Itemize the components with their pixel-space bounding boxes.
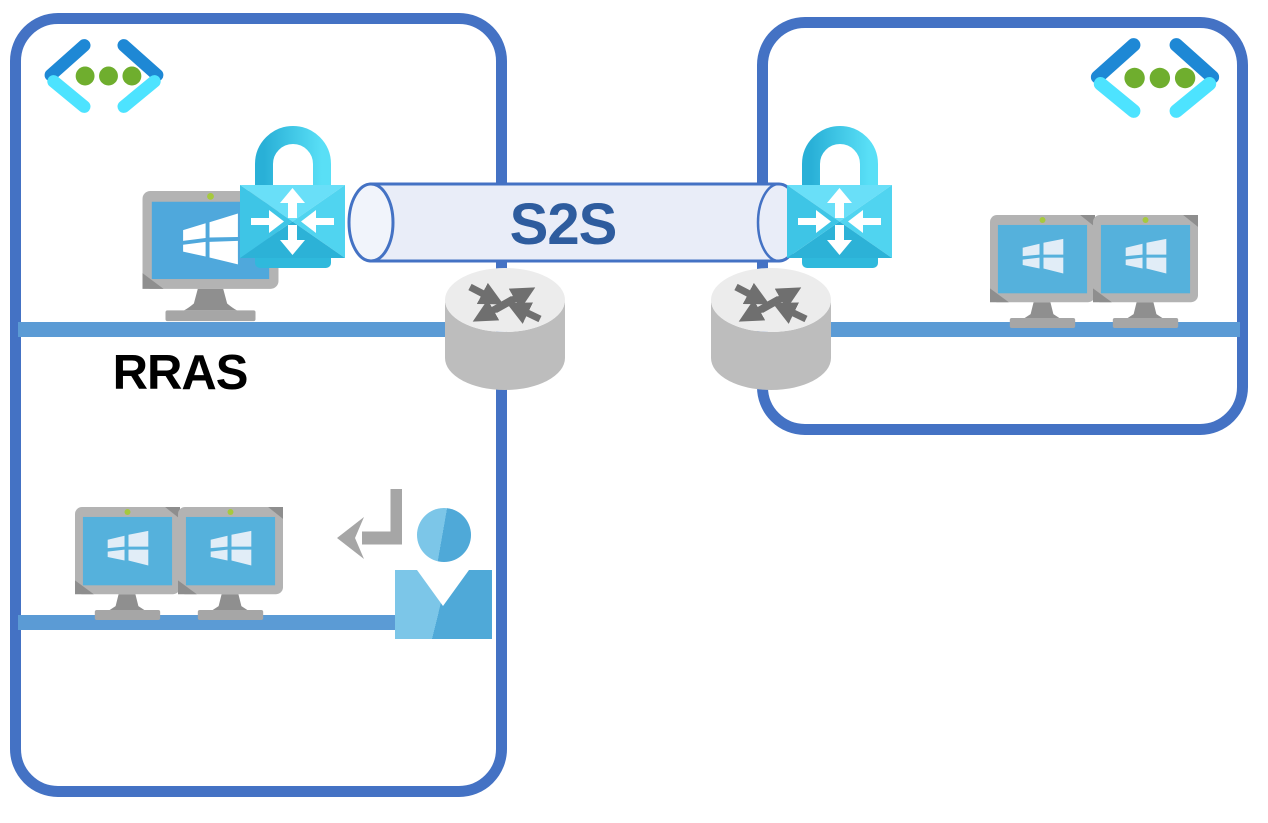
lock-shackle: [802, 126, 878, 195]
arrow-up: [827, 188, 852, 218]
windows-logo: [1022, 238, 1064, 274]
virtual-network-icon: [1090, 38, 1220, 118]
lock-shackle: [255, 126, 331, 195]
vnet-dot: [122, 66, 142, 86]
vnet-dot: [1149, 67, 1171, 89]
router-body: [711, 300, 831, 390]
monitor-left: [75, 507, 180, 620]
arrow-right: [251, 210, 284, 233]
virtual-network-icon: [44, 39, 164, 113]
arrow-left: [848, 210, 881, 233]
monitor-left: [990, 215, 1095, 328]
vnet-left-chevron-top: [44, 39, 91, 82]
monitor-right: [1093, 215, 1198, 328]
windows-logo: [1125, 238, 1167, 274]
tunnel-right-cap-arc: [756, 182, 780, 263]
s2s-tunnel: S2S: [347, 182, 802, 263]
arrow-right: [798, 210, 831, 233]
left-lan-segment-top: [18, 322, 448, 337]
windows-logo: [183, 213, 238, 265]
arrow-down: [280, 225, 305, 255]
vnet-right-chevron-bottom: [1169, 77, 1217, 118]
router-icon: [711, 268, 831, 390]
vnet-dot: [99, 66, 118, 86]
camera-dot: [207, 192, 214, 200]
vnet-dot: [1174, 67, 1196, 89]
vnet-right-chevron-top: [1169, 38, 1220, 84]
router-body: [445, 300, 565, 390]
arrow-left: [301, 210, 334, 233]
windows-logo: [107, 530, 149, 566]
router-arrows: [734, 282, 808, 324]
tunnel-left-cap: [347, 182, 395, 263]
tunnel-label: S2S: [510, 192, 617, 257]
vnet-left-chevron-bottom: [47, 75, 91, 113]
vnet-right-chevron-bottom: [117, 75, 161, 113]
router-icon: [445, 268, 565, 390]
vnet-dot: [75, 66, 95, 86]
server-label: RRAS: [112, 346, 249, 400]
router-arrows: [468, 282, 542, 324]
monitor-stand: [184, 288, 237, 311]
user-icon: [395, 508, 492, 639]
monitor-right: [178, 507, 283, 620]
arrow-down: [827, 225, 852, 255]
monitor-base: [165, 310, 256, 322]
gateway-diamond: [787, 185, 892, 258]
vnet-left-chevron-top: [1090, 38, 1141, 84]
left-network-boundary: [10, 13, 507, 797]
vnet-dot: [1124, 67, 1145, 89]
vpn-gateway-lock-icon: [240, 126, 345, 268]
vpn-gateway-lock-icon: [787, 126, 892, 268]
vnet-right-chevron-top: [117, 39, 164, 82]
arrow-up: [280, 188, 305, 218]
sign-in-arrow-icon: [337, 489, 402, 559]
arrow-head: [337, 517, 364, 559]
dual-workstation-icon: [75, 507, 283, 620]
dual-workstation-icon: [990, 215, 1198, 328]
windows-logo: [210, 530, 252, 566]
gateway-diamond: [240, 185, 345, 258]
user-head: [417, 508, 471, 562]
arrow-stem: [362, 489, 402, 545]
vnet-left-chevron-bottom: [1093, 77, 1141, 118]
user-collar-notch: [417, 570, 469, 606]
